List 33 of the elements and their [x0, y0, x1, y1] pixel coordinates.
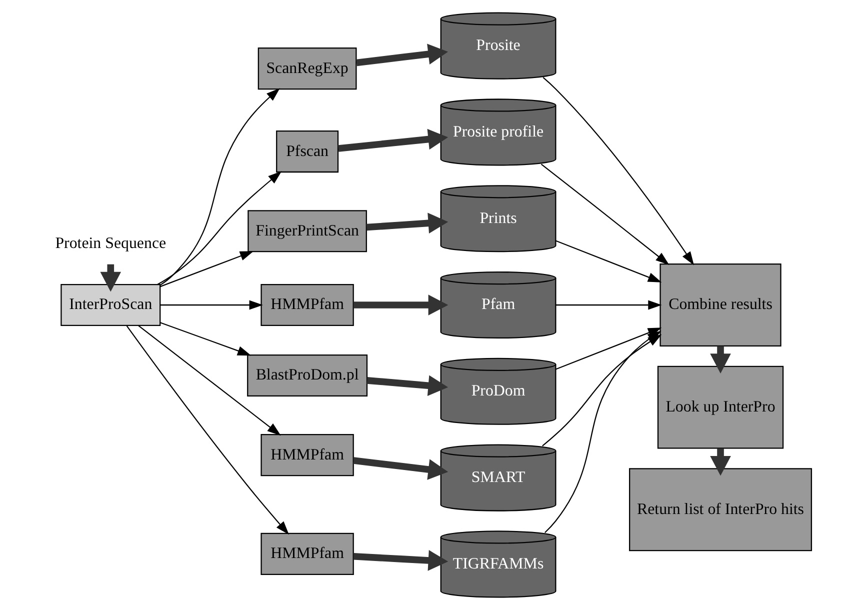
arrow	[555, 240, 662, 282]
node-box: Look up InterPro	[656, 366, 784, 449]
node-box: Combine results	[659, 264, 781, 346]
arrow	[353, 294, 448, 316]
arrow	[710, 346, 730, 374]
arrow	[160, 300, 262, 310]
node-box: FingerPrintScan	[247, 210, 366, 252]
node-box: HMMPfam	[260, 284, 354, 326]
node-box: BlastProDom.pl	[246, 354, 368, 396]
arrow	[356, 44, 448, 66]
node-box: Return list of InterPro hits	[628, 468, 812, 552]
arrow	[352, 550, 448, 571]
node-box: HMMPfam	[260, 532, 354, 575]
arrow	[160, 322, 251, 356]
arrow	[366, 375, 448, 396]
node-box: HMMPfam	[260, 434, 354, 476]
arrow	[710, 448, 730, 476]
node-box: Pfscan	[276, 130, 338, 173]
arrow	[337, 128, 448, 152]
arrow	[138, 325, 280, 436]
arrow	[352, 457, 448, 480]
arrow	[366, 212, 448, 234]
node-box: InterProScan	[60, 284, 160, 326]
arrow	[160, 251, 254, 288]
arrow	[126, 326, 288, 535]
node-box: ScanRegExp	[257, 48, 356, 90]
arrow	[156, 171, 282, 286]
arrow	[159, 88, 280, 286]
arrow	[100, 264, 121, 292]
arrow	[555, 300, 662, 310]
node-text: Protein Sequence	[54, 234, 166, 252]
arrow	[540, 164, 669, 266]
arrow	[542, 77, 694, 266]
